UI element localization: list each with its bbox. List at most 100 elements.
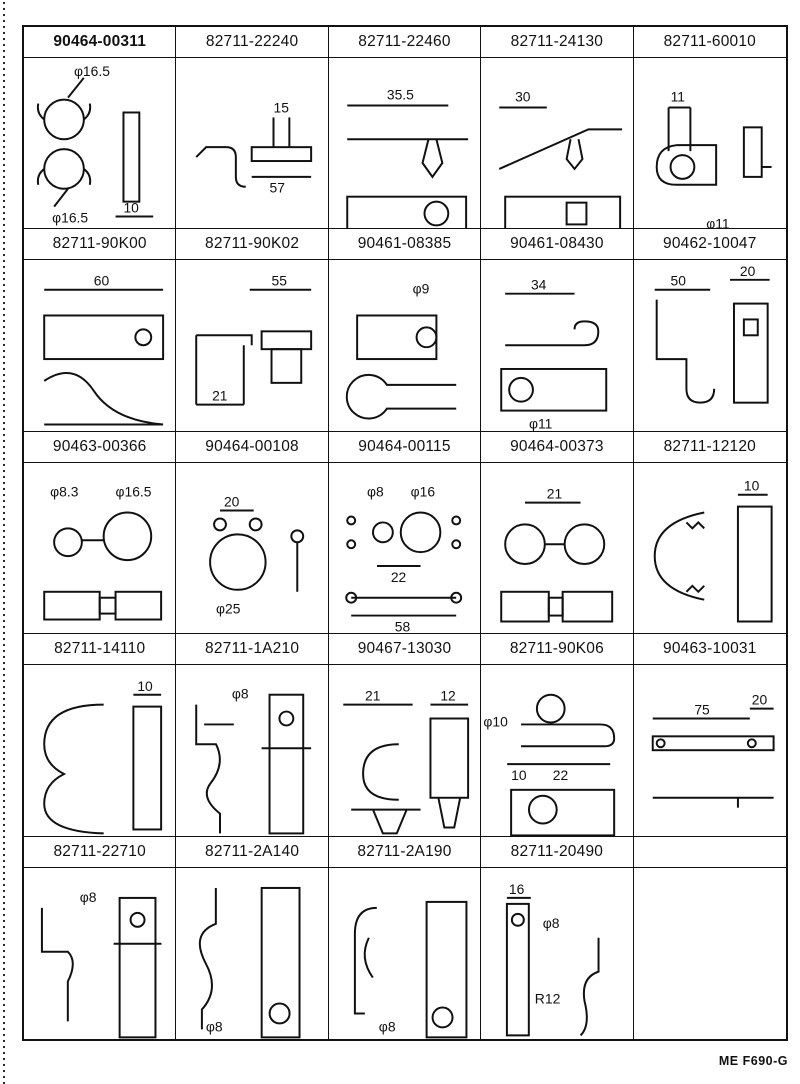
dim-label: 11 [670, 89, 685, 105]
dim-label: 20 [740, 263, 756, 279]
c-band-clip-icon: 10 [24, 665, 175, 835]
part-number: 90462-10047 [633, 229, 786, 261]
dim-label: φ8 [379, 1018, 396, 1034]
dim-label: 16 [509, 881, 525, 897]
dim-label: φ25 [216, 600, 241, 616]
dim-label: 58 [395, 618, 411, 633]
dim-label: φ8 [232, 686, 249, 702]
fork-ring-clip-icon: 11 φ11 [634, 58, 786, 228]
flat-bar-clip-icon: 75 20 [634, 665, 786, 835]
part-number: 82711-12120 [633, 432, 786, 463]
part-cell: 82711-60010 11 φ11 [633, 27, 786, 230]
dim-label: 22 [553, 767, 569, 783]
part-number: 90461-08430 [481, 229, 633, 261]
part-cell: 82711-2A190 φ8 [328, 836, 482, 1039]
c-push-clip-icon: 21 12 [329, 665, 480, 835]
part-cell: 90461-08385 φ9 [328, 229, 482, 432]
dim-label: φ8 [543, 914, 560, 930]
part-cell: 82711-20490 16 φ8 R12 [481, 836, 634, 1039]
dim-label: φ16.5 [52, 209, 88, 225]
dim-label: 57 [270, 180, 286, 196]
part-cell: 82711-24130 30 [481, 27, 634, 230]
bracket-hook-clip-icon: 50 20 [634, 260, 786, 430]
tall-wave-bracket-icon: φ8 [176, 868, 327, 1039]
double-ring-clip-icon: φ16.5 φ16.5 10 [24, 58, 175, 228]
dim-label: φ11 [706, 215, 730, 228]
dim-label: 60 [94, 273, 110, 289]
dim-label: φ8 [206, 1018, 223, 1034]
twin-clamp-icon: φ8.3 φ16.5 [24, 463, 175, 633]
long-plate-clip-icon: 60 [24, 260, 175, 430]
dotted-margin [2, 0, 6, 1084]
part-number: 82711-2A140 [176, 837, 328, 868]
part-number: 82711-24130 [481, 27, 633, 58]
stepped-bracket-clip-icon: φ8 [24, 868, 175, 1039]
dim-label: 10 [511, 767, 527, 783]
toothed-band-clip-icon: 10 [634, 463, 786, 633]
part-number: 82711-90K06 [481, 634, 633, 666]
part-cell: 82711-22240 15 57 [176, 27, 329, 230]
page-code: ME F690-G [718, 1054, 788, 1068]
loop-strap-clip-icon: φ9 [329, 260, 480, 430]
hook-strap-clip-icon: 34 φ11 [481, 260, 632, 431]
part-number: 90464-00311 [24, 27, 176, 58]
dim-label: 20 [224, 493, 240, 509]
part-cell: 82711-90K00 60 [24, 229, 177, 432]
part-number: 82711-90K00 [24, 229, 176, 261]
part-number: 82711-22460 [328, 27, 481, 58]
dim-label: 30 [515, 89, 531, 105]
part-cell: 82711-1A210 φ8 [176, 634, 329, 837]
part-cell: 82711-2A140 φ8 [176, 836, 329, 1039]
part-cell: 82711-90K02 55 21 [176, 229, 329, 432]
part-cell: 90463-10031 75 20 [633, 634, 786, 837]
dim-label: φ16.5 [116, 483, 152, 499]
part-cell: 90464-00108 20 φ25 [176, 431, 329, 635]
dim-label: 15 [274, 99, 290, 115]
part-number: 82711-2A190 [328, 837, 481, 868]
part-number: 82711-60010 [633, 27, 786, 58]
part-number: 82711-90K02 [176, 229, 328, 261]
dim-label: 12 [440, 688, 456, 704]
dim-label: 10 [137, 678, 153, 694]
part-number: 82711-20490 [481, 837, 633, 868]
dim-label: φ9 [412, 281, 429, 297]
part-number: 90464-00373 [481, 432, 633, 463]
part-number: 82711-14110 [24, 634, 176, 666]
wire-spring-clip-icon: φ8 φ16 22 58 [329, 463, 480, 633]
part-cell: 90467-13030 21 12 [328, 634, 482, 837]
part-number: 90464-00108 [176, 432, 328, 463]
part-cell: 90464-00115 φ8 φ16 22 58 [328, 431, 482, 635]
u-channel-clip-icon: 55 21 [176, 260, 327, 430]
part-number: 90467-13030 [328, 634, 481, 666]
empty-cell [633, 837, 786, 1039]
angled-push-clamp-icon: 30 [481, 58, 632, 229]
part-number: 82711-22710 [24, 837, 176, 868]
part-cell: 90464-00373 21 [481, 431, 634, 635]
parts-grid: 90464-00311 φ16.5 φ16.5 10 82711-22240 [22, 25, 788, 1041]
dim-label: R12 [535, 990, 561, 1006]
dim-label: 10 [123, 200, 139, 216]
part-number: 90463-10031 [633, 634, 786, 666]
dim-label: φ8.3 [50, 483, 79, 499]
dim-label: 21 [547, 485, 563, 501]
coil-hook-clip-icon: φ10 10 22 [481, 665, 632, 836]
part-cell: 90464-00311 φ16.5 φ16.5 10 [24, 27, 177, 230]
dim-label: 50 [670, 273, 686, 289]
dim-label: 55 [272, 273, 288, 289]
dim-label: 10 [743, 478, 759, 494]
part-cell: 90463-00366 φ8.3 φ16.5 [24, 431, 177, 635]
wave-bracket-clip-icon: φ8 [176, 665, 327, 835]
part-number [633, 837, 786, 868]
part-number: 90463-00366 [24, 432, 176, 463]
radius-bracket-clip-icon: 16 φ8 R12 [481, 868, 632, 1039]
part-cell: 90461-08430 34 φ11 [481, 229, 634, 432]
part-cell: 82711-22710 φ8 [24, 836, 177, 1039]
part-cell: 82711-14110 10 [24, 634, 177, 837]
part-number: 90461-08385 [328, 229, 481, 261]
parts-sheet: 90464-00311 φ16.5 φ16.5 10 82711-22240 [22, 25, 788, 1041]
dim-label: 20 [751, 692, 767, 708]
dim-label: φ11 [529, 416, 553, 431]
part-cell: 82711-22460 35.5 [328, 27, 482, 230]
part-number: 90464-00115 [328, 432, 481, 463]
push-pin-clamp-icon: 35.5 [329, 58, 480, 229]
